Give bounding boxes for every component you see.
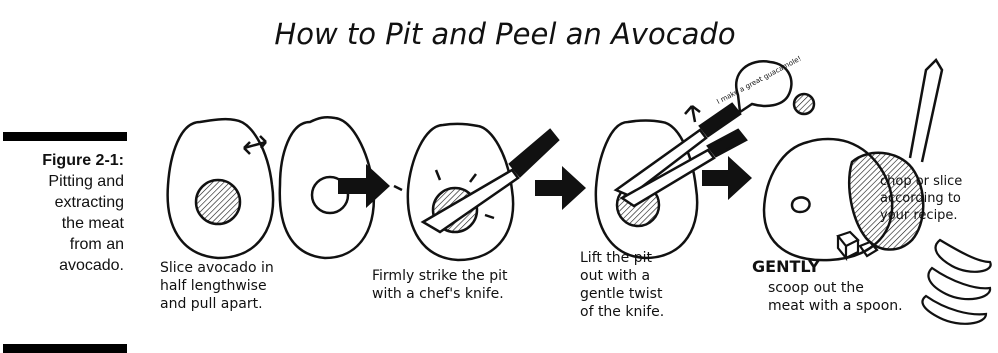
step2-line1: Firmly strike the pit <box>372 268 508 284</box>
step5-caption: chop or slice according to your recipe. <box>880 174 966 223</box>
step3-line3: gentle twist <box>580 286 663 302</box>
knife-handle <box>510 130 558 176</box>
step2-drawing <box>394 124 558 260</box>
figure-caption-text: Pitting and extracting the meat from an … <box>0 171 124 276</box>
step5-line2: according to <box>880 191 961 206</box>
avocado-slice-2 <box>928 268 990 299</box>
step5-line1: chop or slice <box>880 174 962 189</box>
step3-line2: out with a <box>580 268 650 284</box>
step3-line4: of the knife. <box>580 304 664 320</box>
step1-line1: Slice avocado in <box>160 260 274 276</box>
avocado-slice-3 <box>922 296 986 324</box>
step4-line2: scoop out the <box>768 280 864 296</box>
step1-caption: Slice avocado in half lengthwise and pul… <box>160 260 278 312</box>
step2-caption: Firmly strike the pit with a chef's knif… <box>372 268 512 302</box>
avocado-pit <box>196 180 240 224</box>
step4-drawing <box>736 60 942 260</box>
arrow-step3-step4 <box>702 156 752 200</box>
step4-line1: GENTLY <box>752 257 820 276</box>
step1-line3: and pull apart. <box>160 296 263 312</box>
caption-top-rule <box>3 132 127 141</box>
lift-arrow <box>685 106 700 122</box>
pit-ball <box>794 94 814 114</box>
arrow-step2-step3 <box>535 166 586 210</box>
step2-line2: with a chef's knife. <box>372 286 504 302</box>
figure-caption: Figure 2-1: Pitting and extracting the m… <box>0 150 124 276</box>
avocado-slice-1 <box>936 240 991 272</box>
step4-caption: GENTLY scoop out the meat with a spoon. <box>752 257 903 314</box>
step3-caption: Lift the pit out with a gentle twist of … <box>580 250 667 320</box>
figure-label: Figure 2-1: <box>0 150 124 171</box>
cube-1 <box>838 232 858 258</box>
step3-line1: Lift the pit <box>580 250 653 266</box>
avocado-illustration: How to Pit and Peel an Avocado <box>140 0 998 352</box>
knife-lower-handle <box>708 130 746 156</box>
pit-hole <box>792 198 810 212</box>
spoon-handle <box>910 60 942 162</box>
illustration-title: How to Pit and Peel an Avocado <box>274 17 735 51</box>
step4-line3: meat with a spoon. <box>768 298 903 314</box>
step1-line2: half lengthwise <box>160 278 267 294</box>
step5-line3: your recipe. <box>880 208 958 223</box>
